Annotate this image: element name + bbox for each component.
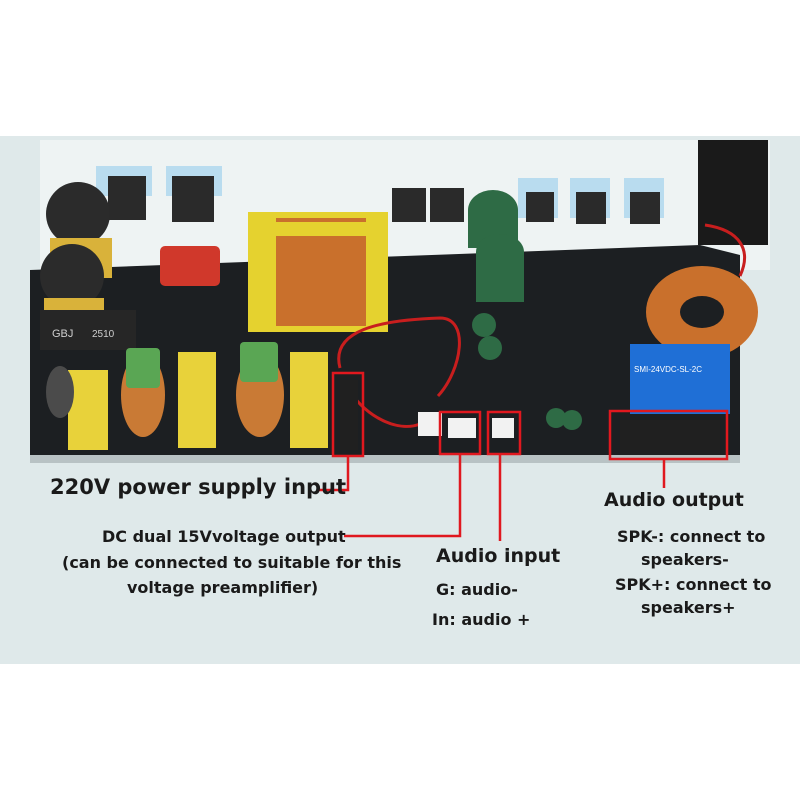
- spk-plus-line2: speakers+: [641, 598, 736, 617]
- bridge-rectifier: [40, 310, 136, 350]
- audio-output-title: Audio output: [604, 489, 744, 511]
- audio-output-box: [608, 409, 729, 461]
- dc-output-leader: [344, 454, 462, 538]
- spk-minus-line1: SPK-: connect to: [617, 527, 766, 546]
- audio-input-title: Audio input: [436, 545, 561, 567]
- dc-output-label-line1: DC dual 15Vvoltage output: [102, 527, 346, 546]
- spk-minus-line2: speakers-: [641, 550, 729, 569]
- dc-output-label-line2: (can be connected to suitable for this: [62, 553, 402, 572]
- dc-output-label-line3: voltage preamplifier): [127, 578, 319, 597]
- power-input-label: 220V power supply input: [50, 475, 347, 499]
- power-input-leader: [318, 456, 350, 492]
- emi-filter: [46, 342, 328, 450]
- spk-plus-line1: SPK+: connect to: [615, 575, 772, 594]
- power-transistors: [96, 166, 664, 224]
- connectors: [340, 380, 720, 450]
- callout-leaders: [318, 454, 666, 541]
- red-capacitor: [160, 246, 220, 286]
- power-switch: [698, 140, 768, 245]
- audio-input-box: [486, 410, 522, 456]
- audio-input-in: In: audio +: [432, 610, 531, 629]
- pcb-edge: [30, 455, 740, 463]
- bridge-label: GBJ: [52, 328, 73, 340]
- filter-capacitors: [40, 182, 582, 430]
- toroid-inductor: [646, 266, 758, 358]
- relay: [630, 344, 730, 414]
- relay-label: SMI-24VDC-SL-2C: [634, 365, 702, 374]
- bridge-part-label: 2510: [92, 329, 115, 340]
- audio-input-g: G: audio-: [436, 580, 518, 599]
- switching-transformer: [248, 212, 388, 332]
